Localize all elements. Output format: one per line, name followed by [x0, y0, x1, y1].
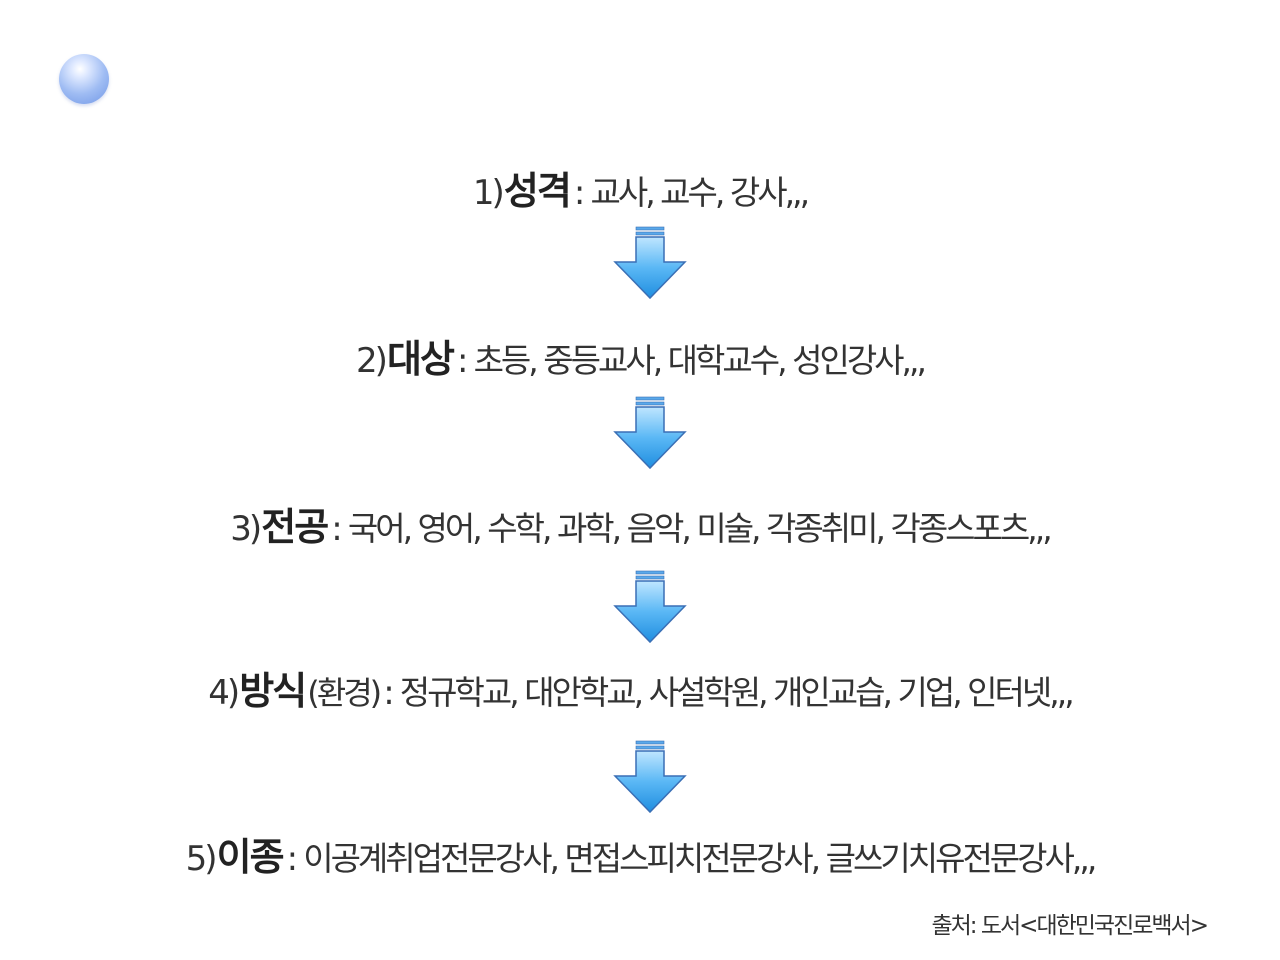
step-keyword: 이종: [216, 835, 285, 879]
down-arrow-icon: [613, 570, 687, 644]
down-arrow-icon: [613, 740, 687, 814]
step-description: 이공계취업전문강사, 면접스피치전문강사, 글쓰기치유전문강사,,,: [303, 839, 1097, 878]
colon: :: [331, 509, 343, 549]
bullet-decoration: [59, 54, 109, 104]
step-4-method: 4) 방식 (환경) : 정규학교, 대안학교, 사설학원, 개인교습, 기업,…: [0, 660, 1280, 715]
step-3-major: 3) 전공 : 국어, 영어, 수학, 과학, 음악, 미술, 각종취미, 각종…: [0, 496, 1280, 551]
step-1-nature: 1) 성격 : 교사, 교수, 강사,,,: [0, 160, 1280, 215]
step-keyword: 방식: [239, 669, 307, 713]
down-arrow-icon: [613, 226, 687, 300]
step-subkeyword: (환경): [307, 674, 382, 712]
step-keyword: 성격: [503, 169, 572, 213]
step-description: 정규학교, 대안학교, 사설학원, 개인교습, 기업, 인터넷,,,: [399, 673, 1075, 712]
step-description: 교사, 교수, 강사,,,: [590, 173, 810, 212]
down-arrow-icon: [613, 396, 687, 470]
step-number: 5): [185, 839, 218, 879]
step-number: 3): [230, 509, 262, 549]
step-description: 국어, 영어, 수학, 과학, 음악, 미술, 각종취미, 각종스포츠,,,: [347, 509, 1053, 548]
step-2-target: 2) 대상 : 초등, 중등교사, 대학교수, 성인강사,,,: [0, 328, 1280, 383]
step-description: 초등, 중등교사, 대학교수, 성인강사,,,: [473, 341, 927, 380]
colon: :: [573, 173, 586, 213]
step-number: 2): [355, 341, 388, 381]
step-keyword: 대상: [386, 337, 455, 381]
colon: :: [457, 341, 469, 381]
source-citation: 출처: 도서<대한민국진로백서>: [931, 913, 1209, 939]
colon: :: [383, 673, 395, 713]
step-number: 4): [208, 673, 240, 713]
step-number: 1): [472, 173, 505, 213]
colon: :: [286, 839, 299, 879]
step-keyword: 전공: [261, 505, 329, 549]
step-5-crossover: 5) 이종 : 이공계취업전문강사, 면접스피치전문강사, 글쓰기치유전문강사,…: [0, 826, 1280, 881]
